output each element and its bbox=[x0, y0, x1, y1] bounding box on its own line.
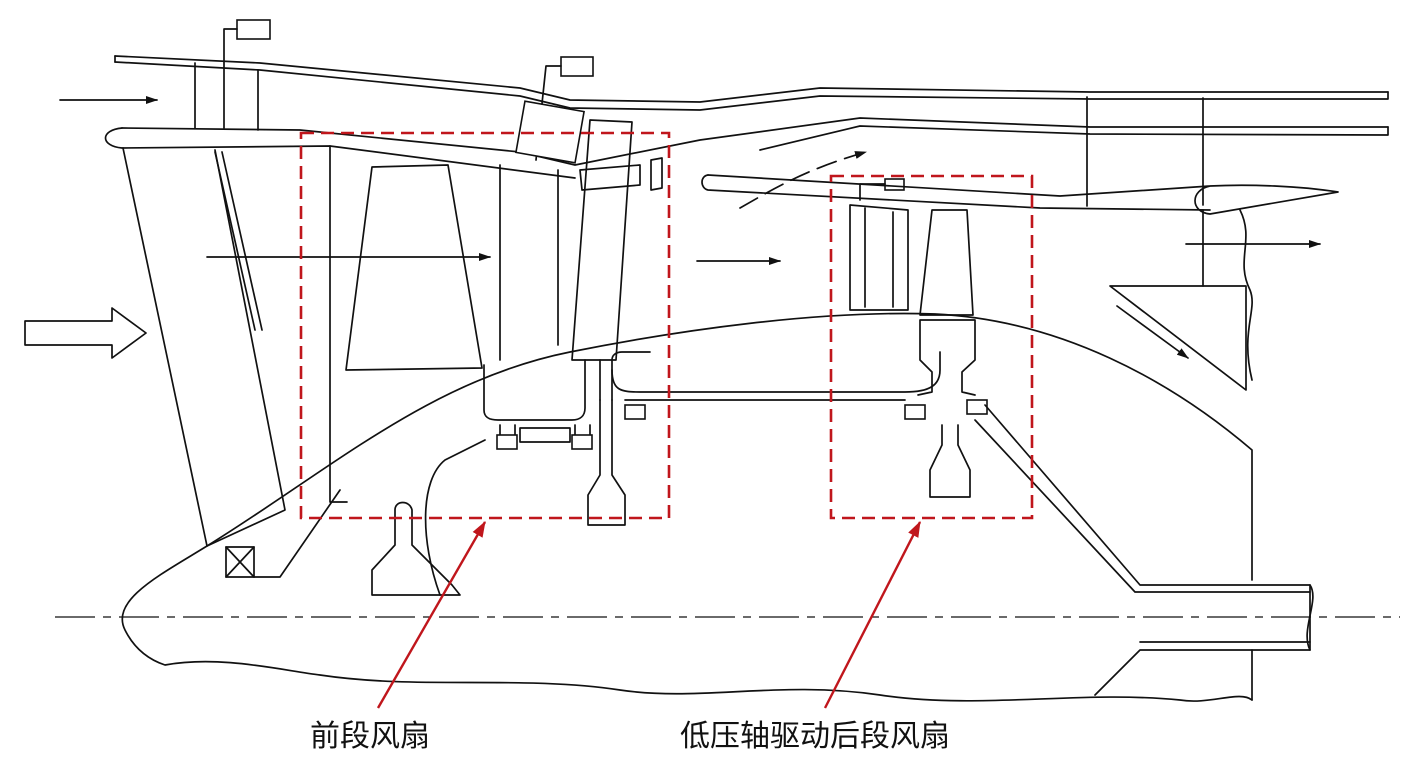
aft-fan-blades bbox=[849, 204, 1314, 696]
front-rotor bbox=[371, 351, 941, 596]
front-fan-label: 前段风扇 bbox=[310, 719, 430, 754]
aft-fan-callout-arrow bbox=[823, 520, 922, 709]
aft-fan-highlight bbox=[829, 174, 1034, 520]
large-inlet-arrow bbox=[24, 307, 147, 359]
flow-arrows bbox=[24, 96, 1321, 359]
front-fan-highlight bbox=[299, 131, 671, 520]
outer-casing bbox=[104, 55, 1389, 287]
front-fan-blades bbox=[345, 119, 663, 371]
front-fan-callout-arrow bbox=[376, 521, 487, 709]
aft-fan-label: 低压轴驱动后段风扇 bbox=[680, 719, 950, 754]
spinner bbox=[121, 545, 1253, 702]
inlet-strut bbox=[122, 145, 348, 578]
core-flowpath bbox=[206, 174, 1339, 581]
probes bbox=[223, 19, 905, 201]
